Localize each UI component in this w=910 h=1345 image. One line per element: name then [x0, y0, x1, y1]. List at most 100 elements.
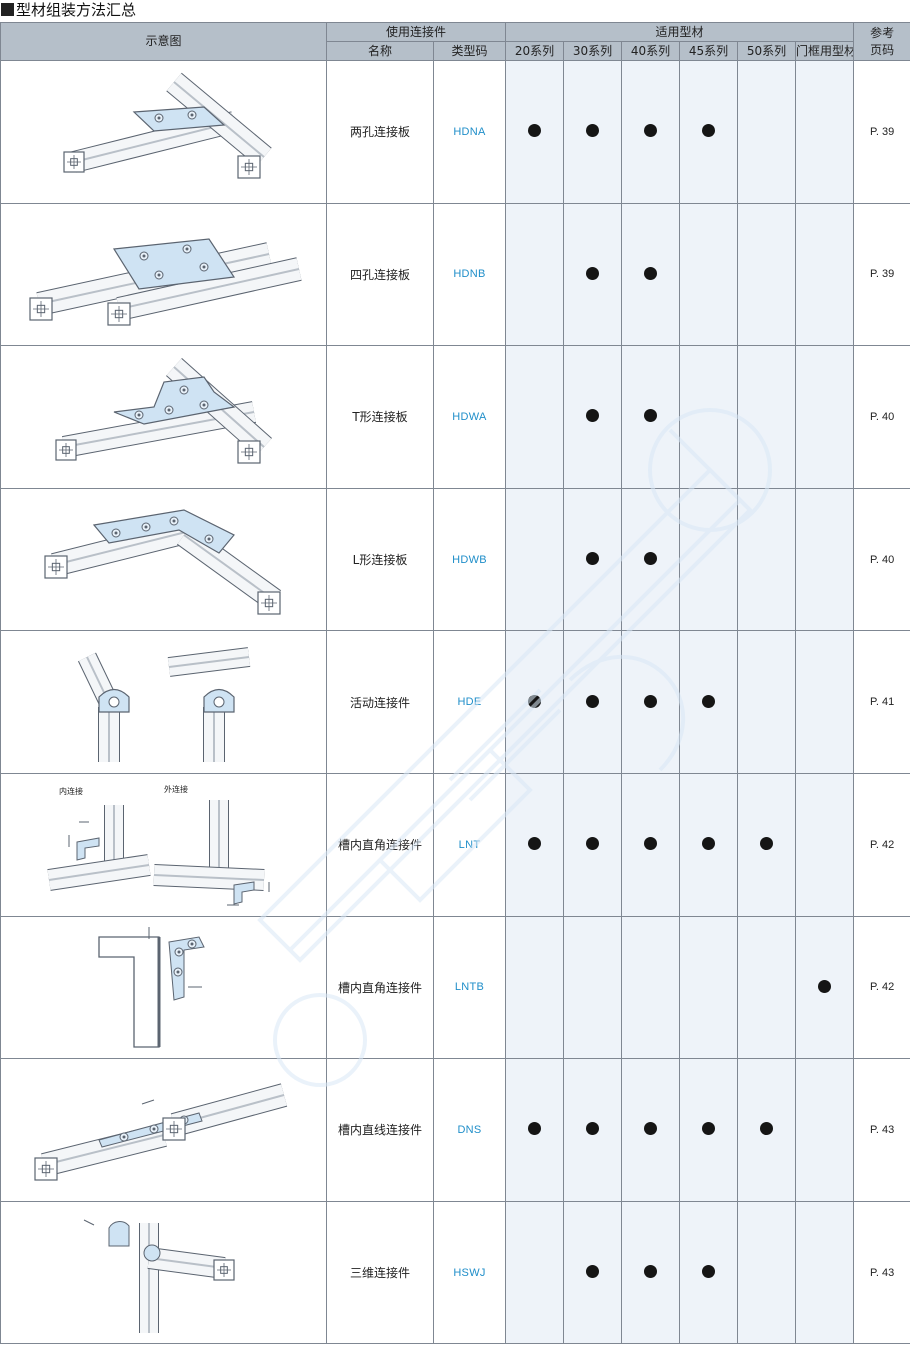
applicability-cell-20: [505, 1058, 565, 1202]
applicability-cell-45: [679, 202, 739, 347]
applicable-dot-icon: [586, 124, 600, 138]
page-title-text: 型材组装方法汇总: [16, 1, 137, 19]
connector-code: HSWJ: [432, 1200, 507, 1345]
applicability-cell-30: [563, 915, 623, 1060]
header-name: 名称: [326, 41, 434, 61]
applicability-cell-30: [563, 60, 623, 204]
applicability-cell-door-frame: [795, 487, 855, 632]
applicable-dot-icon: [644, 552, 658, 566]
applicability-cell-20: [505, 345, 565, 489]
applicable-dot-icon: [644, 124, 658, 138]
header-code: 类型码: [432, 41, 507, 61]
applicability-cell-50: [737, 345, 797, 489]
applicability-cell-20: [505, 487, 565, 632]
connector-code: DNS: [432, 1058, 507, 1202]
applicability-cell-50: [737, 772, 797, 917]
connector-name: 两孔连接板: [326, 60, 434, 204]
applicability-cell-30: [563, 630, 623, 774]
applicability-cell-door-frame: [795, 915, 855, 1060]
applicable-dot-icon: [818, 979, 832, 993]
applicability-cell-door-frame: [795, 60, 855, 204]
applicability-cell-40: [621, 345, 681, 489]
applicable-dot-icon: [644, 1122, 658, 1136]
applicability-cell-20: [505, 772, 565, 917]
connector-illustration: [43, 508, 281, 615]
connector-illustration: [28, 238, 302, 326]
diagram-cell: [0, 487, 327, 632]
connector-code: HDE: [432, 630, 507, 774]
header-ref-line2: 页码: [870, 42, 895, 57]
connector-illustration: [97, 927, 205, 1049]
applicable-dot-icon: [586, 552, 600, 566]
connector-code: HDWA: [432, 345, 507, 489]
diagram-cell: [0, 915, 327, 1060]
applicable-dot-icon: [586, 266, 600, 280]
applicability-cell-40: [621, 1200, 681, 1345]
applicability-cell-40: [621, 202, 681, 347]
applicability-cell-door-frame: [795, 630, 855, 774]
applicability-cell-30: [563, 487, 623, 632]
applicability-cell-40: [621, 60, 681, 204]
page-title: 型材组装方法汇总: [0, 0, 136, 22]
applicable-dot-icon: [528, 694, 542, 708]
reference-page: P. 39: [853, 60, 910, 204]
applicable-dot-icon: [528, 837, 542, 851]
reference-page: P. 40: [853, 345, 910, 489]
applicable-dot-icon: [586, 1122, 600, 1136]
header-series-20: 20系列: [505, 41, 565, 61]
connector-illustration: [33, 1083, 287, 1181]
diagram-cell: [0, 1200, 327, 1345]
applicability-cell-40: [621, 915, 681, 1060]
applicable-dot-icon: [702, 124, 716, 138]
applicability-cell-door-frame: [795, 202, 855, 347]
applicable-dot-icon: [702, 1265, 716, 1279]
applicability-cell-30: [563, 1058, 623, 1202]
applicability-cell-30: [563, 1200, 623, 1345]
applicability-cell-40: [621, 1058, 681, 1202]
connector-illustration: [83, 1219, 235, 1333]
applicability-cell-50: [737, 630, 797, 774]
header-ref-line1: 参考: [870, 25, 895, 40]
header-series-door-frame: 门框用型材: [795, 41, 855, 61]
applicable-dot-icon: [586, 1265, 600, 1279]
connector-code: HDWB: [432, 487, 507, 632]
applicability-cell-50: [737, 915, 797, 1060]
connector-name: T形连接板: [326, 345, 434, 489]
applicable-dot-icon: [644, 266, 658, 280]
header-ref-page: 参考页码: [853, 22, 910, 61]
reference-page: P. 40: [853, 487, 910, 632]
applicability-cell-30: [563, 772, 623, 917]
header-connector-group: 使用连接件: [325, 22, 507, 42]
applicability-cell-45: [679, 630, 739, 774]
header-series-30: 30系列: [563, 41, 623, 61]
applicable-dot-icon: [644, 409, 658, 423]
connector-code: HDNA: [432, 60, 507, 204]
diagram-cell: [0, 630, 327, 774]
inner-connection-label: 内连接: [59, 786, 83, 796]
applicability-cell-door-frame: [795, 1058, 855, 1202]
applicable-dot-icon: [702, 694, 716, 708]
applicability-cell-45: [679, 345, 739, 489]
applicable-dot-icon: [760, 837, 774, 851]
connector-illustration: 内连接 外连接: [46, 784, 269, 906]
assembly-summary-table: 示意图 使用连接件 适用型材 参考页码 名称 类型码 20系列 30系列 40系…: [0, 22, 910, 1345]
header-series-45: 45系列: [679, 41, 739, 61]
header-series-50: 50系列: [737, 41, 797, 61]
applicability-cell-30: [563, 202, 623, 347]
applicability-cell-50: [737, 487, 797, 632]
applicability-cell-45: [679, 772, 739, 917]
applicable-dot-icon: [644, 1265, 658, 1279]
connector-code: HDNB: [432, 202, 507, 347]
applicable-dot-icon: [702, 1122, 716, 1136]
applicability-cell-door-frame: [795, 1200, 855, 1345]
connector-illustration: [62, 72, 272, 179]
connector-code: LNT: [432, 772, 507, 917]
applicable-dot-icon: [702, 837, 716, 851]
outer-connection-label: 外连接: [164, 784, 188, 794]
applicable-dot-icon: [644, 837, 658, 851]
diagram-cell: [0, 345, 327, 489]
